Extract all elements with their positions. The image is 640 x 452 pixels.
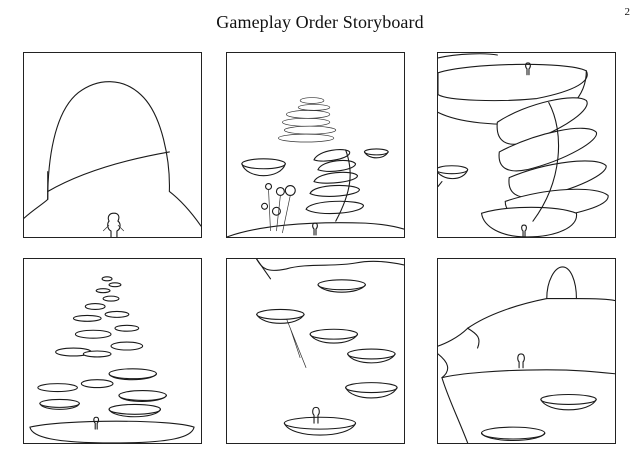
page-title: Gameplay Order Storyboard: [216, 12, 424, 32]
storyboard-panel-6: [437, 258, 616, 444]
panel-6-sketch: [438, 266, 615, 443]
panel-5-sketch: [256, 259, 404, 436]
floating-bowl-path: [37, 276, 167, 415]
storyboard-panel-3: [437, 52, 616, 238]
storyboard-panel-1: [23, 52, 202, 238]
bowl-tower: [278, 97, 365, 222]
page-number: 2: [624, 6, 631, 18]
storyboard-panel-4: [23, 258, 202, 444]
storyboard-panel-2: [226, 52, 405, 238]
tilted-bowls: [480, 97, 609, 237]
panel-1-sketch: [24, 81, 201, 237]
floating-bowls: [256, 279, 398, 436]
panel-2-sketch: [227, 97, 404, 237]
floating-bowls: [480, 393, 597, 441]
storyboard-panel-5: [226, 258, 405, 444]
panel-3-sketch: [438, 53, 609, 237]
panel-4-sketch: [29, 276, 195, 443]
